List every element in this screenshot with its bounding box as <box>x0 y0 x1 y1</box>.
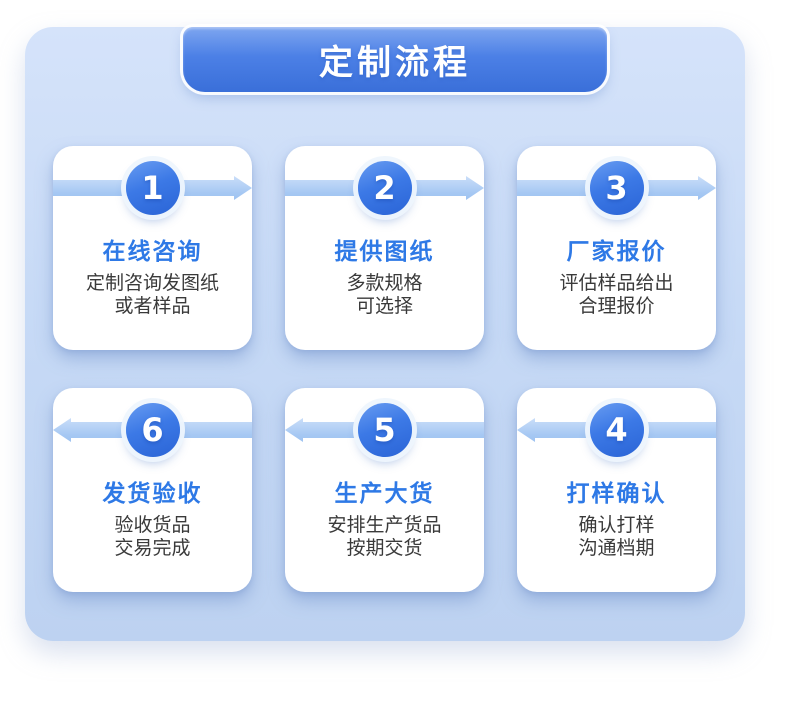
step-number-badge: 3 <box>589 161 644 215</box>
step-number: 2 <box>373 169 396 207</box>
step-card-2: 2 提供图纸 多款规格 可选择 <box>285 146 484 350</box>
step-number-badge: 5 <box>357 403 412 457</box>
step-card-6: 6 发货验收 验收货品 交易完成 <box>53 388 252 592</box>
step-card-5: 5 生产大货 安排生产货品 按期交货 <box>285 388 484 592</box>
step-card-3: 3 厂家报价 评估样品给出 合理报价 <box>517 146 716 350</box>
step-title: 厂家报价 <box>566 239 667 265</box>
step-description: 确认打样 沟通档期 <box>578 514 655 559</box>
step-description: 评估样品给出 合理报价 <box>559 272 674 317</box>
step-description: 安排生产货品 按期交货 <box>327 514 442 559</box>
step-title: 发货验收 <box>102 481 203 507</box>
step-number-badge: 6 <box>125 403 180 457</box>
step-number-badge: 2 <box>357 161 412 215</box>
step-number: 6 <box>141 411 164 449</box>
banner-title: 定制流程 <box>183 27 607 92</box>
step-number-badge: 1 <box>125 161 180 215</box>
step-card-1: 1 在线咨询 定制咨询发图纸 或者样品 <box>53 146 252 350</box>
step-title: 在线咨询 <box>102 239 203 265</box>
step-number: 4 <box>605 411 628 449</box>
step-description: 多款规格 可选择 <box>346 272 423 317</box>
step-title: 打样确认 <box>566 481 667 507</box>
step-description: 验收货品 交易完成 <box>114 514 191 559</box>
step-number-badge: 4 <box>589 403 644 457</box>
step-number: 5 <box>373 411 396 449</box>
step-title: 生产大货 <box>334 481 435 507</box>
step-title: 提供图纸 <box>334 239 435 265</box>
step-number: 1 <box>141 169 164 207</box>
step-card-4: 4 打样确认 确认打样 沟通档期 <box>517 388 716 592</box>
step-description: 定制咨询发图纸 或者样品 <box>85 272 219 317</box>
step-number: 3 <box>605 169 628 207</box>
